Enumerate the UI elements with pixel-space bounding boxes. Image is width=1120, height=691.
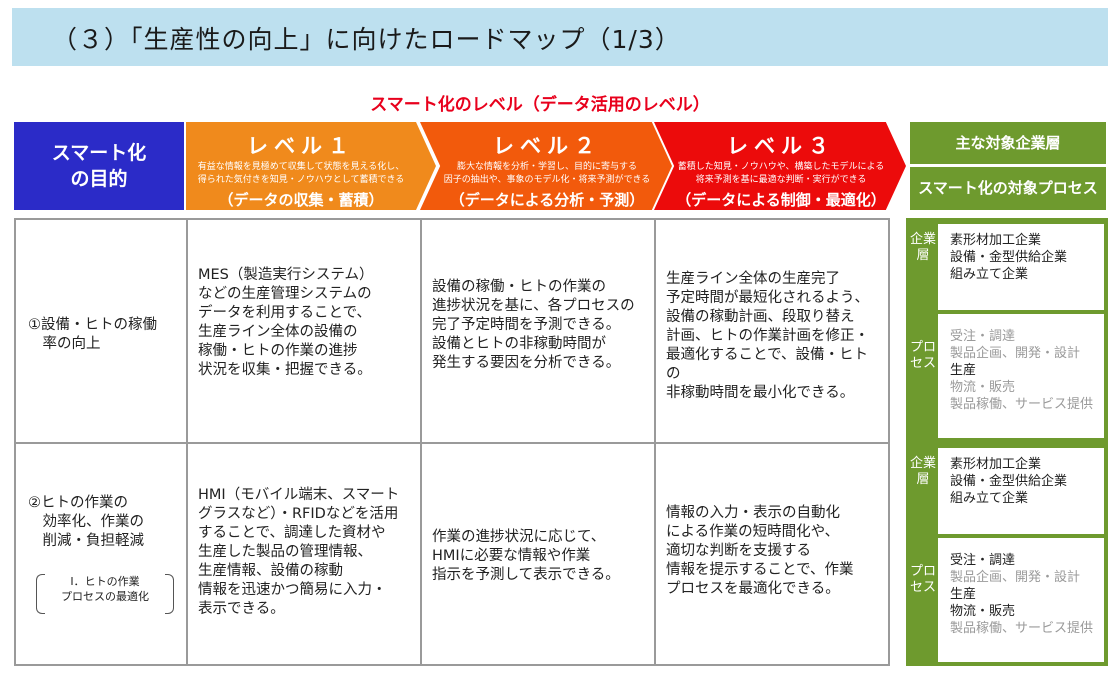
- text-line: 完了予定時間を予測できる。: [432, 317, 621, 333]
- row-2-layer-label: 企業層: [910, 456, 937, 487]
- text-line: 設備の稼動計画、段取り替え: [666, 309, 855, 325]
- text-line: 生産ライン全体の設備の: [198, 324, 358, 340]
- text-line: などの生産管理システムの: [198, 286, 372, 302]
- title-bar: （３）「生産性の向上」に向けたロードマップ（1/3）: [12, 8, 1108, 66]
- purpose-header: スマート化 の目的: [14, 122, 184, 210]
- text-line: 設備の稼働・ヒトの作業の: [432, 279, 606, 295]
- row-2-layers: 素形材加工企業 設備・金型供給企業 組み立て企業: [938, 448, 1104, 534]
- text-line: データを利用することで、: [198, 305, 371, 321]
- level-2-desc-2: 因子の抽出や、事象のモデル化・将来予測ができる: [443, 175, 651, 185]
- text-line: 非稼動時間を最小化できる。: [666, 385, 855, 401]
- text-line: 最適化することで、設備・ヒトの: [666, 347, 868, 382]
- row-1-process-label: プロセス: [910, 340, 937, 371]
- text-line: 状況を収集・把握できる。: [198, 362, 372, 378]
- process-item: 物流・販売: [950, 604, 1016, 619]
- row-2-purpose: ②ヒトの作業の 効率化、作業の 削減・負担軽減: [28, 494, 178, 551]
- text-line: 生産した製品の管理情報、: [198, 544, 372, 560]
- level-3-desc-2: 将来予測を基に最適な判断・実行ができる: [695, 175, 867, 185]
- layer-item: 素形材加工企業: [950, 233, 1042, 248]
- level-3-header: レベル３ 蓄積した知見・ノウハウや、構築したモデルによる 将来予測を基に最適な判…: [654, 122, 906, 210]
- text-line: ②ヒトの作業の: [28, 495, 128, 511]
- text-line: 適切な判断を支援する: [666, 543, 811, 559]
- process-item: 製品稼働、サービス提供: [950, 621, 1094, 636]
- text-line: 作業の進捗状況に応じて、: [432, 529, 606, 545]
- text-line: 生産ライン全体の生産完了: [666, 271, 840, 287]
- page-title: （３）「生産性の向上」に向けたロードマップ（1/3）: [52, 25, 681, 54]
- level-1-sub: （データの収集・蓄積）: [218, 191, 384, 209]
- text-line: ①設備・ヒトの稼働: [28, 317, 157, 333]
- level-1-desc-1: 有益な情報を見極めて収集して状態を見える化し、: [197, 162, 405, 172]
- level-2-title: レベル２: [493, 134, 601, 158]
- row-1-layers: 素形材加工企業 設備・金型供給企業 組み立て企業: [938, 224, 1104, 310]
- row-2-processes: 受注・調達 製品企画、開発・設計 生産 物流・販売 製品稼働、サービス提供: [938, 538, 1104, 662]
- process-item: 製品企画、開発・設計: [950, 570, 1081, 585]
- text-line: 計画、ヒトの作業計画を修正・: [666, 328, 869, 344]
- sub-purpose-bracket: Ⅰ．ヒトの作業 プロセスの最適化: [36, 574, 174, 614]
- layer-item: 素形材加工企業: [950, 457, 1042, 472]
- target-process-header: スマート化の対象プロセス: [910, 167, 1106, 210]
- level-3-title: レベル３: [727, 134, 835, 158]
- row-divider: [14, 442, 890, 444]
- text-line: 情報を提示することで、作業: [666, 562, 854, 578]
- row-1-level-1: MES（製造実行システム） などの生産管理システムの データを利用することで、 …: [198, 266, 414, 380]
- layer-item: 設備・金型供給企業: [950, 250, 1068, 265]
- text-line: 表示できる。: [198, 601, 285, 617]
- process-item: 受注・調達: [950, 329, 1016, 344]
- text-line: 設備とヒトの非稼動時間が: [432, 336, 606, 352]
- text-line: Ⅰ．ヒトの作業: [70, 575, 140, 588]
- text-line: 情報を迅速かつ簡易に入力・: [198, 582, 387, 598]
- process-item: 物流・販売: [950, 380, 1016, 395]
- text-line: することで、調達した資材や: [198, 525, 386, 541]
- layer-item: 設備・金型供給企業: [950, 474, 1068, 489]
- row-1-processes: 受注・調達 製品企画、開発・設計 生産 物流・販売 製品稼働、サービス提供: [938, 314, 1104, 438]
- row-1-layer-label: 企業層: [910, 232, 937, 263]
- process-item: 生産: [950, 363, 977, 378]
- level-1-header: レベル１ 有益な情報を見極めて収集して状態を見える化し、 得られた気付きを知見・…: [186, 122, 436, 210]
- text-line: HMI（モバイル端末、スマート: [198, 487, 400, 503]
- process-item: 生産: [950, 587, 977, 602]
- text-line: による作業の短時間化や、: [666, 524, 840, 540]
- text-line: 生産情報、設備の稼動: [198, 563, 343, 579]
- text-line: 予定時間が最短化されるよう、: [666, 290, 869, 306]
- text-line: 発生する要因を分析できる。: [432, 355, 621, 371]
- layer-item: 組み立て企業: [950, 267, 1029, 282]
- text-line: 効率化、作業の: [28, 514, 144, 530]
- level-1-title: レベル１: [247, 134, 355, 158]
- process-item: 製品企画、開発・設計: [950, 346, 1081, 361]
- process-item: 受注・調達: [950, 553, 1016, 568]
- process-item: 製品稼働、サービス提供: [950, 397, 1094, 412]
- text-line: HMIに必要な情報や作業: [432, 548, 591, 564]
- text-line: 稼働・ヒトの作業の進捗: [198, 343, 358, 359]
- text-line: 率の向上: [28, 336, 101, 352]
- text-line: 削減・負担軽減: [28, 533, 144, 549]
- row-2-level-2: 作業の進捗状況に応じて、 HMIに必要な情報や作業 指示を予測して表示できる。: [432, 528, 648, 585]
- target-layer-header: 主な対象企業層: [910, 122, 1106, 164]
- purpose-header-line2: の目的: [70, 168, 128, 190]
- text-line: プロセスの最適化: [61, 590, 149, 603]
- text-line: プロセスを最適化できる。: [666, 581, 840, 597]
- row-2-level-1: HMI（モバイル端末、スマート グラスなど）・RFIDなどを活用 することで、調…: [198, 486, 414, 619]
- row-2-process-label: プロセス: [910, 564, 937, 595]
- row-1-level-2: 設備の稼働・ヒトの作業の 進捗状況を基に、各プロセスの 完了予定時間を予測できる…: [432, 278, 648, 373]
- level-2-desc-1: 膨大な情報を分析・学習し、目的に寄与する: [456, 162, 637, 172]
- text-line: MES（製造実行システム）: [198, 267, 374, 283]
- level-3-sub: （データによる制御・最適化）: [676, 191, 886, 209]
- row-1-level-3: 生産ライン全体の生産完了 予定時間が最短化されるよう、 設備の稼動計画、段取り替…: [666, 270, 882, 403]
- text-line: 情報の入力・表示の自動化: [666, 505, 840, 521]
- text-line: 進捗状況を基に、各プロセスの: [432, 298, 635, 314]
- purpose-header-line1: スマート化: [51, 142, 147, 164]
- layer-item: 組み立て企業: [950, 491, 1029, 506]
- row-2-level-3: 情報の入力・表示の自動化 による作業の短時間化や、 適切な判断を支援する 情報を…: [666, 504, 882, 599]
- level-1-desc-2: 得られた気付きを知見・ノウハウとして蓄積できる: [197, 175, 405, 185]
- levels-subtitle: スマート化のレベル（データ活用のレベル）: [370, 95, 710, 115]
- text-line: 指示を予測して表示できる。: [432, 567, 620, 583]
- text-line: グラスなど）・RFIDなどを活用: [198, 506, 399, 522]
- row-1-purpose: ①設備・ヒトの稼働 率の向上: [28, 316, 178, 354]
- level-3-desc-1: 蓄積した知見・ノウハウや、構築したモデルによる: [677, 162, 885, 172]
- level-2-sub: （データによる分析・予測）: [449, 191, 645, 209]
- level-2-header: レベル２ 膨大な情報を分析・学習し、目的に寄与する 因子の抽出や、事象のモデル化…: [420, 122, 672, 210]
